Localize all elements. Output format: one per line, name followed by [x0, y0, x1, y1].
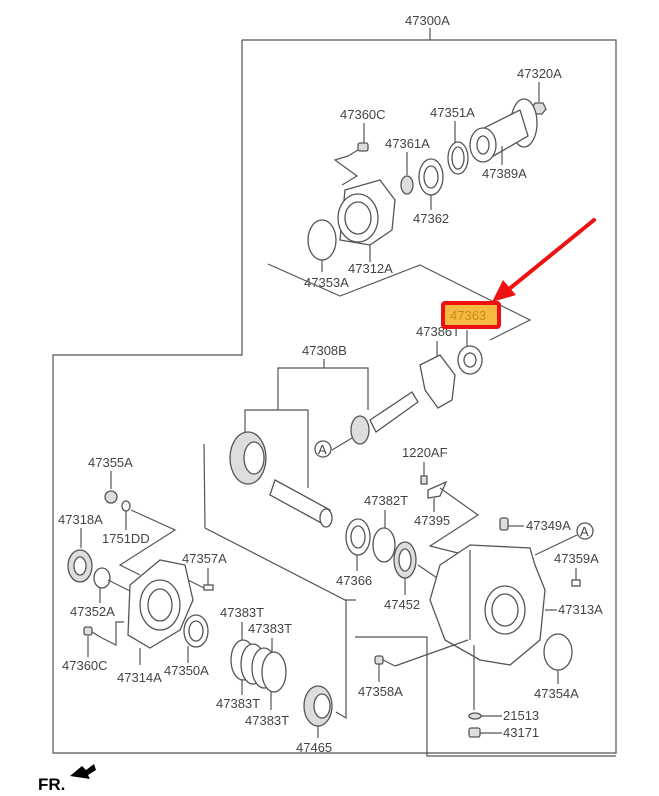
part-label-47308B[interactable]: 47308B [302, 343, 347, 358]
part-label-47320A[interactable]: 47320A [517, 66, 562, 81]
part-label-47362[interactable]: 47362 [413, 211, 449, 226]
part-label-47465[interactable]: 47465 [296, 740, 332, 755]
part-label-47383T-3[interactable]: 47383T [216, 696, 260, 711]
snap-ring-group: 47383T 47383T 47383T 47383T 47465 [216, 600, 347, 755]
part-label-47361A[interactable]: 47361A [385, 136, 430, 151]
part-label-47395[interactable]: 47395 [414, 513, 450, 528]
highlight-marker: 47363 [441, 218, 596, 329]
part-label-47350A[interactable]: 47350A [164, 663, 209, 678]
part-label-47452[interactable]: 47452 [384, 597, 420, 612]
breather-icon [499, 517, 509, 531]
reference-marker-a-2[interactable] [576, 522, 594, 540]
part-label-47358A[interactable]: 47358A [358, 684, 403, 699]
reference-marker-a-label: A [318, 442, 327, 457]
reference-marker-a-2-label: A [580, 524, 589, 539]
part-label-47300A[interactable]: 47300A [405, 13, 450, 28]
o-ring-icon [307, 219, 337, 261]
washer-icon [121, 500, 131, 512]
oil-seal-icon [93, 567, 111, 589]
front-orientation: FR. [38, 764, 96, 794]
cover-seal-group: 47386T [416, 324, 483, 409]
part-label-47351A[interactable]: 47351A [430, 105, 475, 120]
part-label-47357A[interactable]: 47357A [182, 551, 227, 566]
part-label-47349A[interactable]: 47349A [526, 518, 571, 533]
plug-icon [104, 490, 118, 504]
bolt-icon [420, 475, 428, 485]
hub-group: 47320A 47360C 47351A 47361A 47362 47389A [267, 66, 562, 341]
red-arrow-icon [492, 218, 596, 302]
part-label-43171[interactable]: 43171 [503, 725, 539, 740]
transfer-case-icon [429, 544, 546, 666]
part-label-47312A[interactable]: 47312A [348, 261, 393, 276]
assembly-outline [52, 28, 617, 754]
middle-seal-group: 1220AF 47395 47382T 47366 47452 [336, 445, 480, 612]
bolt-icon [83, 626, 103, 639]
pin-icon [203, 584, 214, 591]
part-label-1220AF[interactable]: 1220AF [402, 445, 448, 460]
part-label-1751DD[interactable]: 1751DD [102, 531, 150, 546]
part-label-47354A[interactable]: 47354A [534, 686, 579, 701]
washer-icon [468, 712, 482, 720]
front-label: FR. [38, 775, 65, 794]
transfer-cover-icon [127, 559, 194, 649]
part-label-47383T-2[interactable]: 47383T [248, 621, 292, 636]
part-label-47318A[interactable]: 47318A [58, 512, 103, 527]
o-ring-icon [543, 633, 573, 671]
part-label-47355A[interactable]: 47355A [88, 455, 133, 470]
front-arrow-icon [70, 764, 96, 779]
bolt-icon [374, 655, 396, 667]
highlighted-part-label[interactable]: 47363 [450, 308, 486, 323]
flange-hub-icon [469, 98, 538, 163]
drain-plug-icon [468, 727, 481, 738]
part-label-47389A[interactable]: 47389A [482, 166, 527, 181]
part-label-47383T-1[interactable]: 47383T [220, 605, 264, 620]
part-label-47366[interactable]: 47366 [336, 573, 372, 588]
part-label-21513[interactable]: 21513 [503, 708, 539, 723]
gasket-icon [419, 354, 456, 409]
bracket-icon [427, 480, 448, 499]
part-label-47314A[interactable]: 47314A [117, 670, 162, 685]
reference-marker-a[interactable] [314, 440, 332, 458]
pin-icon [571, 579, 581, 587]
ring-gear-icon [229, 431, 267, 485]
case-group: 47349A A 47359A 47313A 47354A 47358A 215… [355, 517, 616, 757]
part-label-47360C-top[interactable]: 47360C [340, 107, 386, 122]
left-cover-group: 47355A 1751DD 47318A 47352A 47357A 47360 [58, 455, 227, 685]
shaft-icon [269, 479, 333, 528]
bolt-icon [347, 142, 369, 157]
part-label-47313A[interactable]: 47313A [558, 602, 603, 617]
part-label-47353A[interactable]: 47353A [304, 275, 349, 290]
part-label-47360C-bottom[interactable]: 47360C [62, 658, 108, 673]
pinion-shaft-icon [350, 391, 419, 445]
o-ring-icon [372, 527, 396, 563]
gear-group: 47308B A [203, 343, 419, 601]
highlight-box [441, 301, 501, 329]
part-label-47382T[interactable]: 47382T [364, 493, 408, 508]
housing-icon [337, 179, 396, 246]
part-label-47359A[interactable]: 47359A [554, 551, 599, 566]
nut-icon [400, 175, 414, 195]
part-label-47383T-4[interactable]: 47383T [245, 713, 289, 728]
part-label-47352A[interactable]: 47352A [70, 604, 115, 619]
